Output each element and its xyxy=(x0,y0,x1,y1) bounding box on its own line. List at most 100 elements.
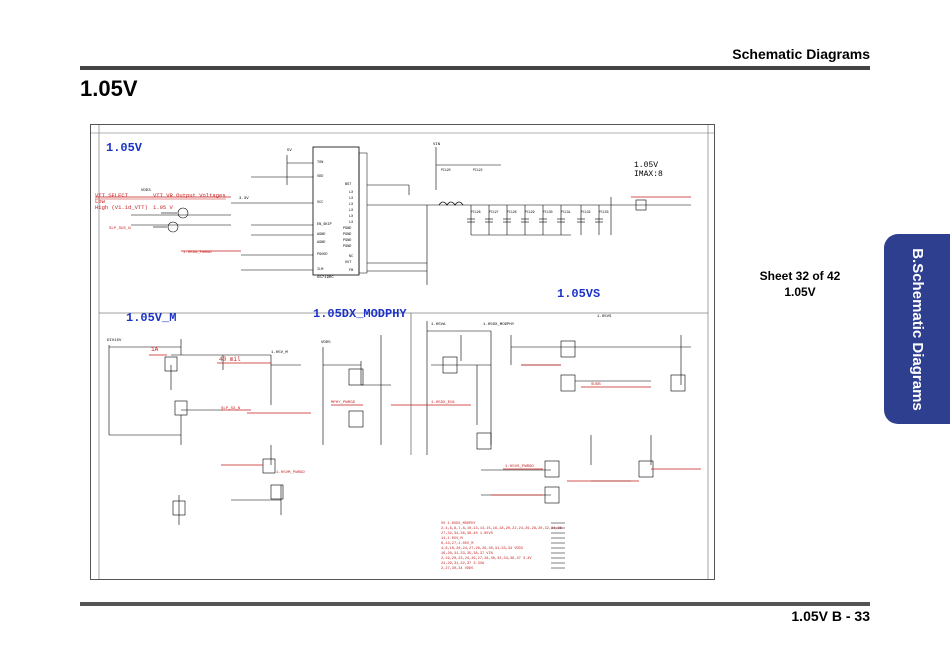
top-power-nets xyxy=(95,196,691,252)
svg-text:LX: LX xyxy=(349,221,354,225)
svg-text:VCC: VCC xyxy=(317,201,323,205)
vtt-select-notes: VTT_SELECT Low High (V1.1d_VTT) VTT VR O… xyxy=(95,192,226,211)
side-tab-label: B.Schematic Diagrams xyxy=(908,247,926,411)
svg-text:EN_SKIP: EN_SKIP xyxy=(317,223,332,227)
page-reference-table: VS 1.05DX_MODPHY 2,4,6,8,7,8,10,13,14,15… xyxy=(441,522,562,571)
svg-text:ILM: ILM xyxy=(317,268,323,272)
schematic-diagram: 1.05V 1.05V_M 1.05DX_MODPHY 1.05VS 1.05V… xyxy=(90,124,715,580)
svg-text:VTT_SELECT: VTT_SELECT xyxy=(95,192,129,199)
svg-text:1.05VS_PWRGD: 1.05VS_PWRGD xyxy=(505,465,534,469)
footer-page-label: 1.05V B - 33 xyxy=(791,608,870,624)
svg-text:AGND: AGND xyxy=(317,241,325,245)
svg-text:2,4,6,8,7,8,10,13,14,15,16,18,: 2,4,6,8,7,8,10,13,14,15,16,18,20,22,24,2… xyxy=(441,527,562,531)
svg-text:High (V1.1d_VTT): High (V1.1d_VTT) xyxy=(95,204,148,211)
svg-text:LX: LX xyxy=(349,209,354,213)
svg-text:PC126: PC126 xyxy=(471,210,481,214)
svg-text:DIV15V: DIV15V xyxy=(107,339,122,343)
svg-text:LX: LX xyxy=(349,191,354,195)
capacitor-labels: PC120 PC122 PC126 PC127 PC128 PC129 PC13… xyxy=(441,168,609,214)
svg-text:PGOOD: PGOOD xyxy=(317,253,328,257)
block-title-105v: 1.05V xyxy=(106,141,143,155)
svg-text:BST: BST xyxy=(345,183,351,187)
block-title-105dx-modphy: 1.05DX_MODPHY xyxy=(313,307,407,321)
svg-text:LX: LX xyxy=(349,197,354,201)
svg-text:1.05VA_PWRGD: 1.05VA_PWRGD xyxy=(183,251,212,255)
svg-text:VDD3: VDD3 xyxy=(141,189,151,193)
current-note: 1A xyxy=(151,346,159,353)
105dx-modphy-wiring xyxy=(322,321,492,455)
current-sense-resistor xyxy=(635,199,647,211)
svg-text:1.05DX_EN1: 1.05DX_EN1 xyxy=(431,401,456,405)
svg-text:1.05V_M: 1.05V_M xyxy=(271,351,288,355)
vtt-select-transistors xyxy=(153,207,189,233)
svg-text:24,29,31,32,37 3.3VA: 24,29,31,32,37 3.3VA xyxy=(441,562,485,566)
schematic-canvas: 1.05V 1.05V_M 1.05DX_MODPHY 1.05VS 1.05V… xyxy=(91,125,714,579)
block-title-105vs: 1.05VS xyxy=(557,287,600,301)
svg-text:TON: TON xyxy=(317,161,323,165)
svg-text:2,19,20,23,24,26,27,28,30,32,3: 2,19,20,23,24,26,27,28,30,32,34,36,37 3.… xyxy=(441,557,532,561)
sheet-info: Sheet 32 of 42 1.05V xyxy=(740,268,860,300)
svg-text:PC128: PC128 xyxy=(507,210,517,214)
svg-text:Low: Low xyxy=(95,198,106,205)
105v-m-mosfets xyxy=(164,356,284,516)
section-side-tab[interactable]: B.Schematic Diagrams xyxy=(884,234,950,424)
svg-text:G5719RC: G5719RC xyxy=(317,276,334,280)
svg-text:2,27,30,34 VDD5: 2,27,30,34 VDD5 xyxy=(441,567,473,571)
trace-width-note: 40 mil xyxy=(219,356,241,363)
controller-ic: G5719RC TON VDD VCC EN_SKIP AGND AGND PG… xyxy=(312,146,368,280)
svg-text:PC127: PC127 xyxy=(489,210,499,214)
svg-text:SUSB: SUSB xyxy=(591,383,601,387)
svg-text:FB: FB xyxy=(349,269,353,273)
sheet-name: 1.05V xyxy=(784,285,816,299)
svg-text:MPHY_PWRGD: MPHY_PWRGD xyxy=(331,401,356,405)
rail-labels: 5V 3.3V VIN VDD3 VDD5 DIV15V 1.05VA 1.05… xyxy=(107,143,612,355)
top-section-wiring xyxy=(131,147,691,285)
svg-text:1.05DX_MODPHY: 1.05DX_MODPHY xyxy=(483,323,515,327)
svg-text:1.05VM_PWRGD: 1.05VM_PWRGD xyxy=(276,471,305,475)
svg-text:PGND: PGND xyxy=(343,233,351,237)
svg-text:1.05VS: 1.05VS xyxy=(597,315,612,319)
svg-text:SLP_S3_N: SLP_S3_N xyxy=(221,407,241,411)
svg-text:PGND: PGND xyxy=(343,245,351,249)
svg-text:27,32,34,36,38,40 1.05VS: 27,32,34,36,38,40 1.05VS xyxy=(441,532,493,536)
svg-text:PC132: PC132 xyxy=(581,210,591,214)
svg-text:OUT: OUT xyxy=(345,261,351,265)
svg-text:LX: LX xyxy=(349,203,354,207)
svg-text:LX: LX xyxy=(349,215,354,219)
svg-text:PC120: PC120 xyxy=(441,168,451,172)
svg-text:PC129: PC129 xyxy=(525,210,535,214)
svg-text:SLP_SUS_N: SLP_SUS_N xyxy=(109,227,131,231)
output-inductor xyxy=(438,201,464,206)
svg-text:PC133: PC133 xyxy=(599,210,609,214)
svg-text:PGND: PGND xyxy=(343,227,351,231)
svg-text:3.3V: 3.3V xyxy=(239,197,249,201)
svg-text:5V: 5V xyxy=(287,149,292,153)
output-capacitor-bank xyxy=(467,205,603,235)
svg-text:AGND: AGND xyxy=(317,233,325,237)
imax-value-label: IMAX:8 xyxy=(634,170,663,179)
svg-text:1.05VA: 1.05VA xyxy=(431,323,446,327)
svg-text:VDD: VDD xyxy=(317,175,323,179)
svg-text:PC130: PC130 xyxy=(543,210,553,214)
svg-text:VDD5: VDD5 xyxy=(321,341,331,345)
net-labels: 1.05VA_PWRGD 1.05VS_PWRGD 1.05VM_PWRGD M… xyxy=(109,227,601,475)
header-divider xyxy=(80,66,870,70)
sheet-number: Sheet 32 of 42 xyxy=(759,269,841,283)
page-title: 1.05V xyxy=(80,76,138,101)
105v-m-section-wiring xyxy=(108,339,301,445)
block-title-105v-m: 1.05V_M xyxy=(126,311,176,325)
svg-text:PC122: PC122 xyxy=(473,168,483,172)
svg-text:VTT VR Output Voltages: VTT VR Output Voltages xyxy=(153,192,226,199)
svg-text:NC: NC xyxy=(349,255,353,259)
svg-text:14,1.05V_M: 14,1.05V_M xyxy=(441,537,463,541)
footer-divider xyxy=(80,602,870,606)
105vs-section-wiring xyxy=(481,335,691,504)
svg-text:16,20,31,33,35,38,37 VIN: 16,20,31,33,35,38,37 VIN xyxy=(441,552,493,556)
svg-text:PGND: PGND xyxy=(343,239,351,243)
svg-text:VIN: VIN xyxy=(433,143,441,147)
svg-text:PC131: PC131 xyxy=(561,210,571,214)
svg-text:VS 1.05DX_MODPHY: VS 1.05DX_MODPHY xyxy=(441,522,476,526)
imax-rail-label: 1.05V xyxy=(634,161,658,170)
section-header-title: Schematic Diagrams xyxy=(732,46,870,62)
svg-text:4,6,10,20,24,27,28,29,30,31,33: 4,6,10,20,24,27,28,29,30,31,33,34 VDD3 xyxy=(441,547,523,551)
